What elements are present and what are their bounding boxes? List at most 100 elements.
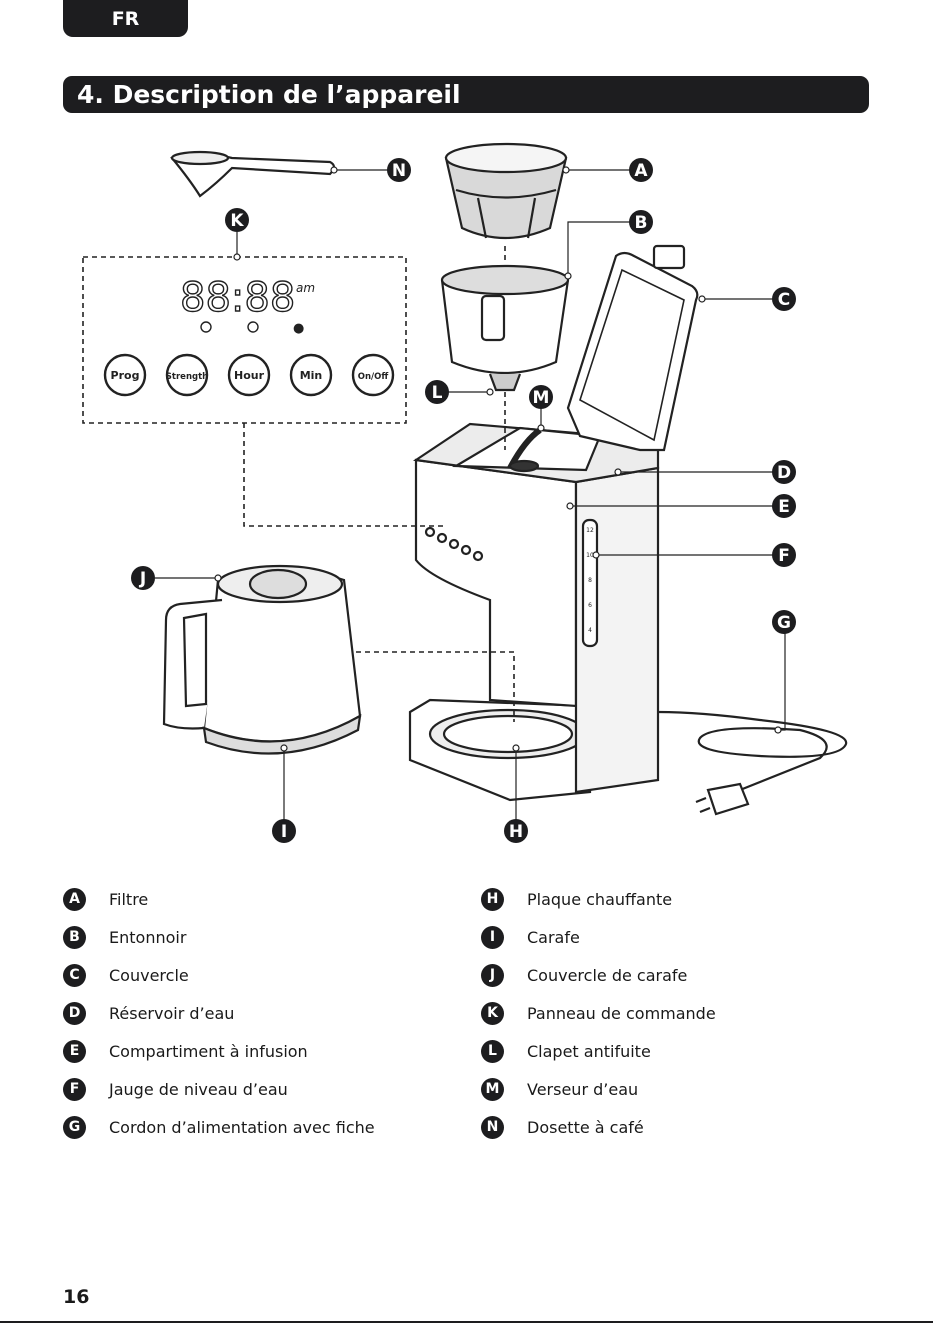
panel-buttons: Prog Strength Hour Min On/Off xyxy=(103,353,395,397)
appliance-diagram: 88:88 am ● Prog Strength Hour Min On/Off xyxy=(82,142,848,843)
panel-button-label: Strength xyxy=(166,372,208,382)
callout-letter: E xyxy=(778,497,790,517)
legend-letter-badge: K xyxy=(481,1001,504,1025)
callout-letter: C xyxy=(778,290,790,310)
legend-label: Carafe xyxy=(527,927,580,947)
legend-item: F Jauge de niveau d’eau xyxy=(63,1070,288,1108)
callout-badge xyxy=(387,158,411,182)
legend-item: B Entonnoir xyxy=(63,918,186,956)
legend-letter-badge: C xyxy=(63,963,86,987)
legend-item: C Couvercle xyxy=(63,956,189,994)
callout-badge xyxy=(629,210,653,234)
legend-letter-badge: M xyxy=(481,1077,504,1101)
control-panel-detail: 88:88 am ● Prog Strength Hour Min On/Off xyxy=(82,256,407,424)
legend-label: Dosette à café xyxy=(527,1117,644,1137)
carafe xyxy=(162,564,362,755)
legend-letter-badge: F xyxy=(63,1077,86,1101)
section-title: 4. Description de l’appareil xyxy=(63,76,869,113)
legend-item: A Filtre xyxy=(63,880,148,918)
callout-letter: G xyxy=(777,613,791,633)
indicator-light xyxy=(200,321,212,333)
callout-letter: B xyxy=(635,213,648,233)
callout-letter: J xyxy=(139,569,146,589)
legend-label: Plaque chauffante xyxy=(527,889,673,909)
legend-label: Jauge de niveau d’eau xyxy=(109,1079,288,1099)
callout-badge xyxy=(425,380,449,404)
legend-item: K Panneau de commande xyxy=(481,994,716,1032)
bottom-rule xyxy=(0,1321,933,1323)
callout-badge xyxy=(272,819,296,843)
legend-letter-badge: A xyxy=(63,887,86,911)
callout-badge xyxy=(772,543,796,567)
legend-letter-badge: G xyxy=(63,1115,86,1139)
panel-button xyxy=(289,353,333,397)
power-cord xyxy=(657,710,848,816)
callout-dots xyxy=(214,166,782,752)
panel-button-label: On/Off xyxy=(358,372,389,382)
panel-button-label: Min xyxy=(300,369,323,382)
legend-item: M Verseur d’eau xyxy=(481,1070,638,1108)
legend-letter-badge: L xyxy=(481,1039,504,1063)
callout-badge xyxy=(131,566,155,590)
callout-badge xyxy=(629,158,653,182)
panel-ampm: am xyxy=(296,281,315,295)
panel-display: 88:88 xyxy=(180,275,295,321)
legend-item: H Plaque chauffante xyxy=(481,880,672,918)
legend-item: J Couvercle de carafe xyxy=(481,956,687,994)
legend-letter-badge: I xyxy=(481,925,504,949)
callout-letter: K xyxy=(230,211,244,231)
gauge-mark: 8 xyxy=(588,577,592,584)
filter-basket xyxy=(444,142,568,240)
callout-badge xyxy=(772,460,796,484)
legend-label: Couvercle de carafe xyxy=(527,965,688,985)
gauge-mark: 10 xyxy=(586,552,594,559)
callout-badge xyxy=(529,385,553,409)
legend-label: Filtre xyxy=(109,889,149,909)
legend-label: Cordon d’alimentation avec fiche xyxy=(109,1117,375,1137)
legend-label: Panneau de commande xyxy=(527,1003,716,1023)
panel-button xyxy=(351,353,395,397)
legend-label: Entonnoir xyxy=(109,927,187,947)
legend-label: Compartiment à infusion xyxy=(109,1041,308,1061)
panel-button xyxy=(103,353,147,397)
legend-item: I Carafe xyxy=(481,918,580,956)
legend-item: G Cordon d’alimentation avec fiche xyxy=(63,1108,375,1146)
legend-item: L Clapet antifuite xyxy=(481,1032,651,1070)
callout-badge xyxy=(772,287,796,311)
panel-button xyxy=(165,353,209,397)
callout-letter: M xyxy=(533,388,550,408)
language-tab: FR xyxy=(63,0,188,37)
funnel xyxy=(440,264,570,392)
legend-item: E Compartiment à infusion xyxy=(63,1032,308,1070)
callout-letter: I xyxy=(281,822,287,842)
callout-badge xyxy=(772,610,796,634)
legend-label: Verseur d’eau xyxy=(527,1079,639,1099)
legend-letter-badge: H xyxy=(481,887,504,911)
legend-label: Clapet antifuite xyxy=(527,1041,651,1061)
legend-letter-badge: D xyxy=(63,1001,86,1025)
coffee-maker-body xyxy=(408,244,699,802)
legend-label: Couvercle xyxy=(109,965,189,985)
indicator-light xyxy=(247,321,259,333)
panel-button-label: Prog xyxy=(111,369,140,382)
legend-letter-badge: N xyxy=(481,1115,504,1139)
guide-lines xyxy=(243,246,515,722)
bean-icon: ● xyxy=(293,321,304,336)
legend-letter-badge: B xyxy=(63,925,86,949)
legend-letter-badge: E xyxy=(63,1039,86,1063)
callout-letter: L xyxy=(432,383,443,403)
gauge-mark: 4 xyxy=(588,627,592,634)
callout-badge xyxy=(504,819,528,843)
callout-letter: N xyxy=(392,161,406,181)
legend-letter-badge: J xyxy=(481,963,504,987)
callout-badge xyxy=(772,494,796,518)
callout-badge xyxy=(225,208,249,232)
panel-button-label: Hour xyxy=(234,369,265,382)
coffee-scoop xyxy=(170,150,336,198)
gauge-mark: 12 xyxy=(586,527,594,534)
callout-letter: F xyxy=(778,546,790,566)
